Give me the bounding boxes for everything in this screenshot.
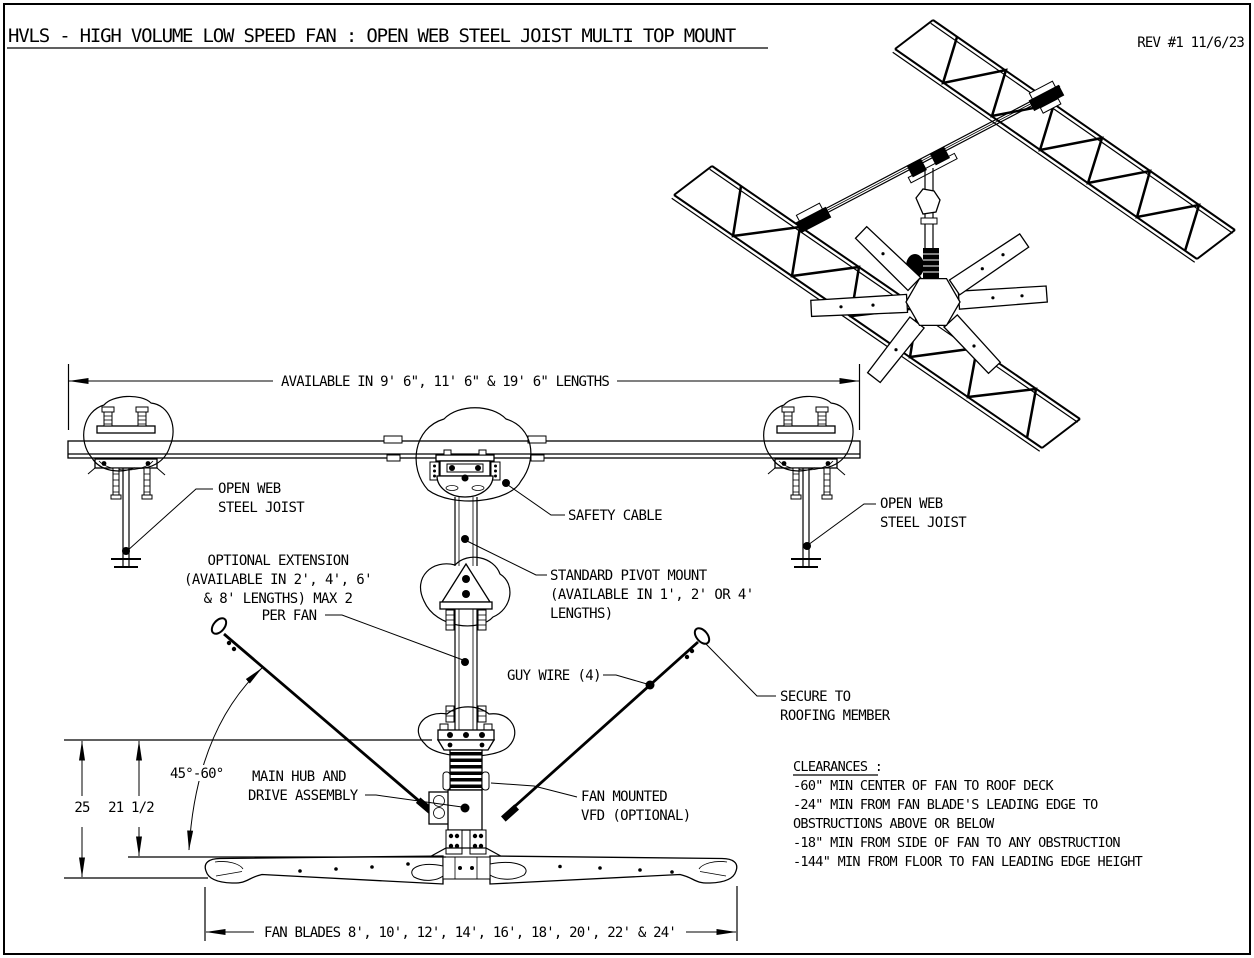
vfd-label-2: VFD (OPTIONAL) <box>581 808 691 824</box>
vfd-box <box>428 791 450 825</box>
right-joist-clamp <box>762 395 855 568</box>
pivot-mount-top <box>415 407 532 502</box>
clearance-line-5: -144" MIN FROM FLOOR TO FAN LEADING EDGE… <box>793 854 1143 870</box>
dimension-rail-length: AVAILABLE IN 9' 6", 11' 6" & 19' 6" LENG… <box>67 364 861 430</box>
dimension-blade-span: FAN BLADES 8', 10', 12', 14', 16', 18', … <box>204 886 738 941</box>
iso-rail-clamp-left <box>795 202 832 234</box>
open-web-left-label-1: OPEN WEB <box>218 481 281 497</box>
elevation-view <box>67 395 861 885</box>
fan-blades <box>204 855 738 885</box>
revision-cloud <box>415 407 532 502</box>
iso-mount-rail <box>795 80 1065 234</box>
secure-label-2: ROOFING MEMBER <box>780 708 891 724</box>
blade-span-dim-text: FAN BLADES 8', 10', 12', 14', 16', 18', … <box>264 925 676 941</box>
main-hub-label-1: MAIN HUB AND <box>252 769 346 785</box>
height-25-dim-text: 25 <box>74 800 90 816</box>
pivot-mount-tube <box>454 497 478 566</box>
dimension-guy-angle: 45°-60° <box>166 667 263 851</box>
vfd-label-1: FAN MOUNTED <box>581 789 667 805</box>
iso-fan-blades <box>810 225 1048 384</box>
clearance-line-4: -18" MIN FROM SIDE OF FAN TO ANY OBSTRUC… <box>793 835 1120 851</box>
leader-dot-hub <box>460 803 470 813</box>
callout-open-web-left: OPEN WEB STEEL JOIST <box>126 481 306 552</box>
guy-anchor-eye-right <box>693 627 711 645</box>
fan-blade-right <box>489 855 738 885</box>
clearance-line-2: -24" MIN FROM FAN BLADE'S LEADING EDGE T… <box>793 797 1098 813</box>
clearance-line-1: -60" MIN CENTER OF FAN TO ROOF DECK <box>793 778 1055 794</box>
height-21half-dim-text: 21 1/2 <box>108 800 154 816</box>
pivot-mount-label-3: LENGTHS) <box>550 606 613 622</box>
callout-guy-wire: GUY WIRE (4) <box>507 668 648 685</box>
extension-tube <box>445 609 487 730</box>
hub-drive-assembly <box>423 739 509 861</box>
leader-dot-left-joist <box>122 547 130 555</box>
blade-hub <box>442 856 491 880</box>
secure-label-1: SECURE TO <box>780 689 851 705</box>
guy-anchor-eye-left <box>210 617 228 635</box>
extension-joint <box>419 556 511 631</box>
rail-length-dim-text: AVAILABLE IN 9' 6", 11' 6" & 19' 6" LENG… <box>281 374 609 390</box>
clearances-heading: CLEARANCES : <box>793 759 882 775</box>
callout-optional-extension: OPTIONAL EXTENSION (AVAILABLE IN 2', 4',… <box>184 553 464 661</box>
leader-dot-guy-wire <box>645 680 655 690</box>
iso-rail-clamp-right <box>1028 80 1065 114</box>
iso-drop-tube <box>915 168 941 256</box>
guy-wire-left <box>223 632 433 814</box>
main-hub-label-2: DRIVE ASSEMBLY <box>248 788 359 804</box>
safety-cable-label: SAFETY CABLE <box>568 508 662 524</box>
callout-secure-roofing: SECURE TO ROOFING MEMBER <box>705 643 891 724</box>
isometric-view <box>671 19 1236 452</box>
iso-joist-right <box>892 19 1236 263</box>
callout-safety-cable: SAFETY CABLE <box>502 479 663 524</box>
dimension-heights: 25 21 1/2 <box>64 739 446 879</box>
callout-main-hub: MAIN HUB AND DRIVE ASSEMBLY <box>248 769 463 808</box>
extension-label-4: PER FAN <box>262 608 317 624</box>
iso-pivot-swivel <box>915 188 941 215</box>
revision-note: REV #1 11/6/23 <box>1137 35 1244 51</box>
callout-vfd: FAN MOUNTED VFD (OPTIONAL) <box>490 782 691 824</box>
pivot-mount-label-2: (AVAILABLE IN 1', 2' OR 4' <box>550 587 754 603</box>
page-title: HVLS - HIGH VOLUME LOW SPEED FAN : OPEN … <box>8 25 736 47</box>
extension-label-3: & 8' LENGTHS) MAX 2 <box>204 591 353 607</box>
guy-wire-label: GUY WIRE (4) <box>507 668 601 684</box>
iso-fan-hub <box>905 277 961 327</box>
extension-label-1: OPTIONAL EXTENSION <box>208 553 349 569</box>
clearances-block: CLEARANCES : -60" MIN CENTER OF FAN TO R… <box>793 759 1143 870</box>
pivot-mount-label-1: STANDARD PIVOT MOUNT <box>550 568 708 584</box>
sheet-border <box>3 3 1251 955</box>
extension-label-2: (AVAILABLE IN 2', 4', 6' <box>184 572 372 588</box>
clearance-line-3: OBSTRUCTIONS ABOVE OR BELOW <box>793 816 995 832</box>
left-joist-clamp <box>82 395 175 568</box>
open-web-right-label-1: OPEN WEB <box>880 496 943 512</box>
fan-blade-left <box>204 855 444 885</box>
callout-pivot-mount: STANDARD PIVOT MOUNT (AVAILABLE IN 1', 2… <box>466 540 754 622</box>
guy-angle-text: 45°-60° <box>170 766 223 782</box>
callout-open-web-right: OPEN WEB STEEL JOIST <box>807 496 968 546</box>
open-web-right-label-2: STEEL JOIST <box>880 515 967 531</box>
revision-cloud <box>419 556 511 627</box>
motor-body <box>449 749 483 791</box>
open-web-left-label-2: STEEL JOIST <box>218 500 305 516</box>
